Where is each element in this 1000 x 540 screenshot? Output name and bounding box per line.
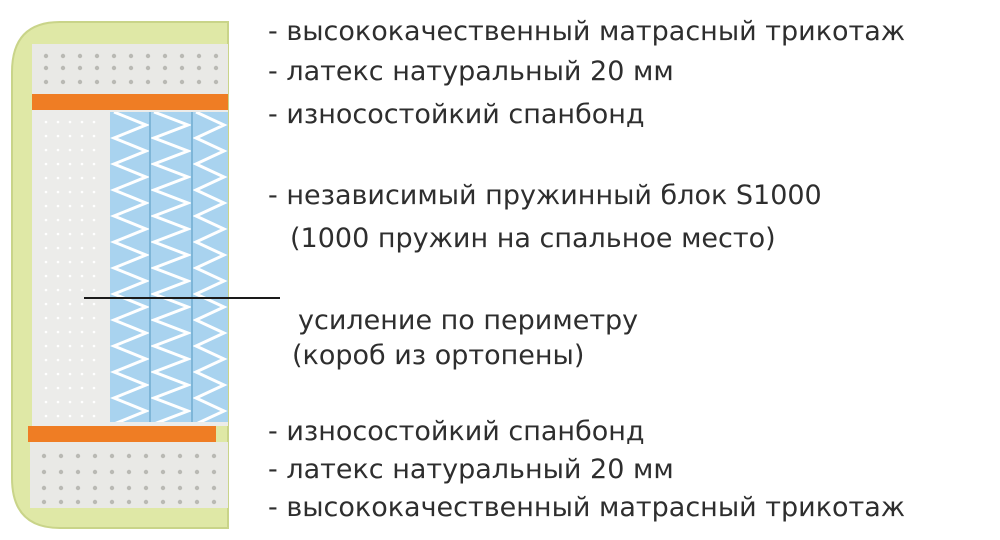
label-spring-count: (1000 пружин на спальное место) (290, 223, 776, 254)
bottom-spunbond-layer (28, 426, 216, 442)
label-bottom-knit: - высококачественный матрасный трикотаж (268, 492, 906, 523)
label-top-spunbond: - износостойкий спанбонд (268, 99, 645, 130)
bottom-latex-layer (30, 442, 228, 508)
spring-dividers (149, 112, 193, 422)
label-perimeter: усиление по периметру (298, 305, 639, 336)
label-perimeter-box: (короб из ортопены) (292, 340, 585, 371)
label-bottom-latex: - латекс натуральный 20 мм (268, 454, 674, 485)
label-top-knit: - высококачественный матрасный трикотаж (268, 16, 906, 47)
label-top-latex: - латекс натуральный 20 мм (268, 56, 674, 87)
spring-zigzags (110, 112, 228, 422)
label-bottom-spunbond: - износостойкий спанбонд (268, 416, 645, 447)
spring-block (110, 112, 228, 422)
label-spring-block: - независимый пружинный блок S1000 (268, 180, 822, 211)
foam-dots (44, 120, 96, 418)
bottom-latex-dots (41, 453, 217, 505)
top-spunbond-layer (32, 94, 228, 110)
top-latex-dots (43, 53, 219, 85)
